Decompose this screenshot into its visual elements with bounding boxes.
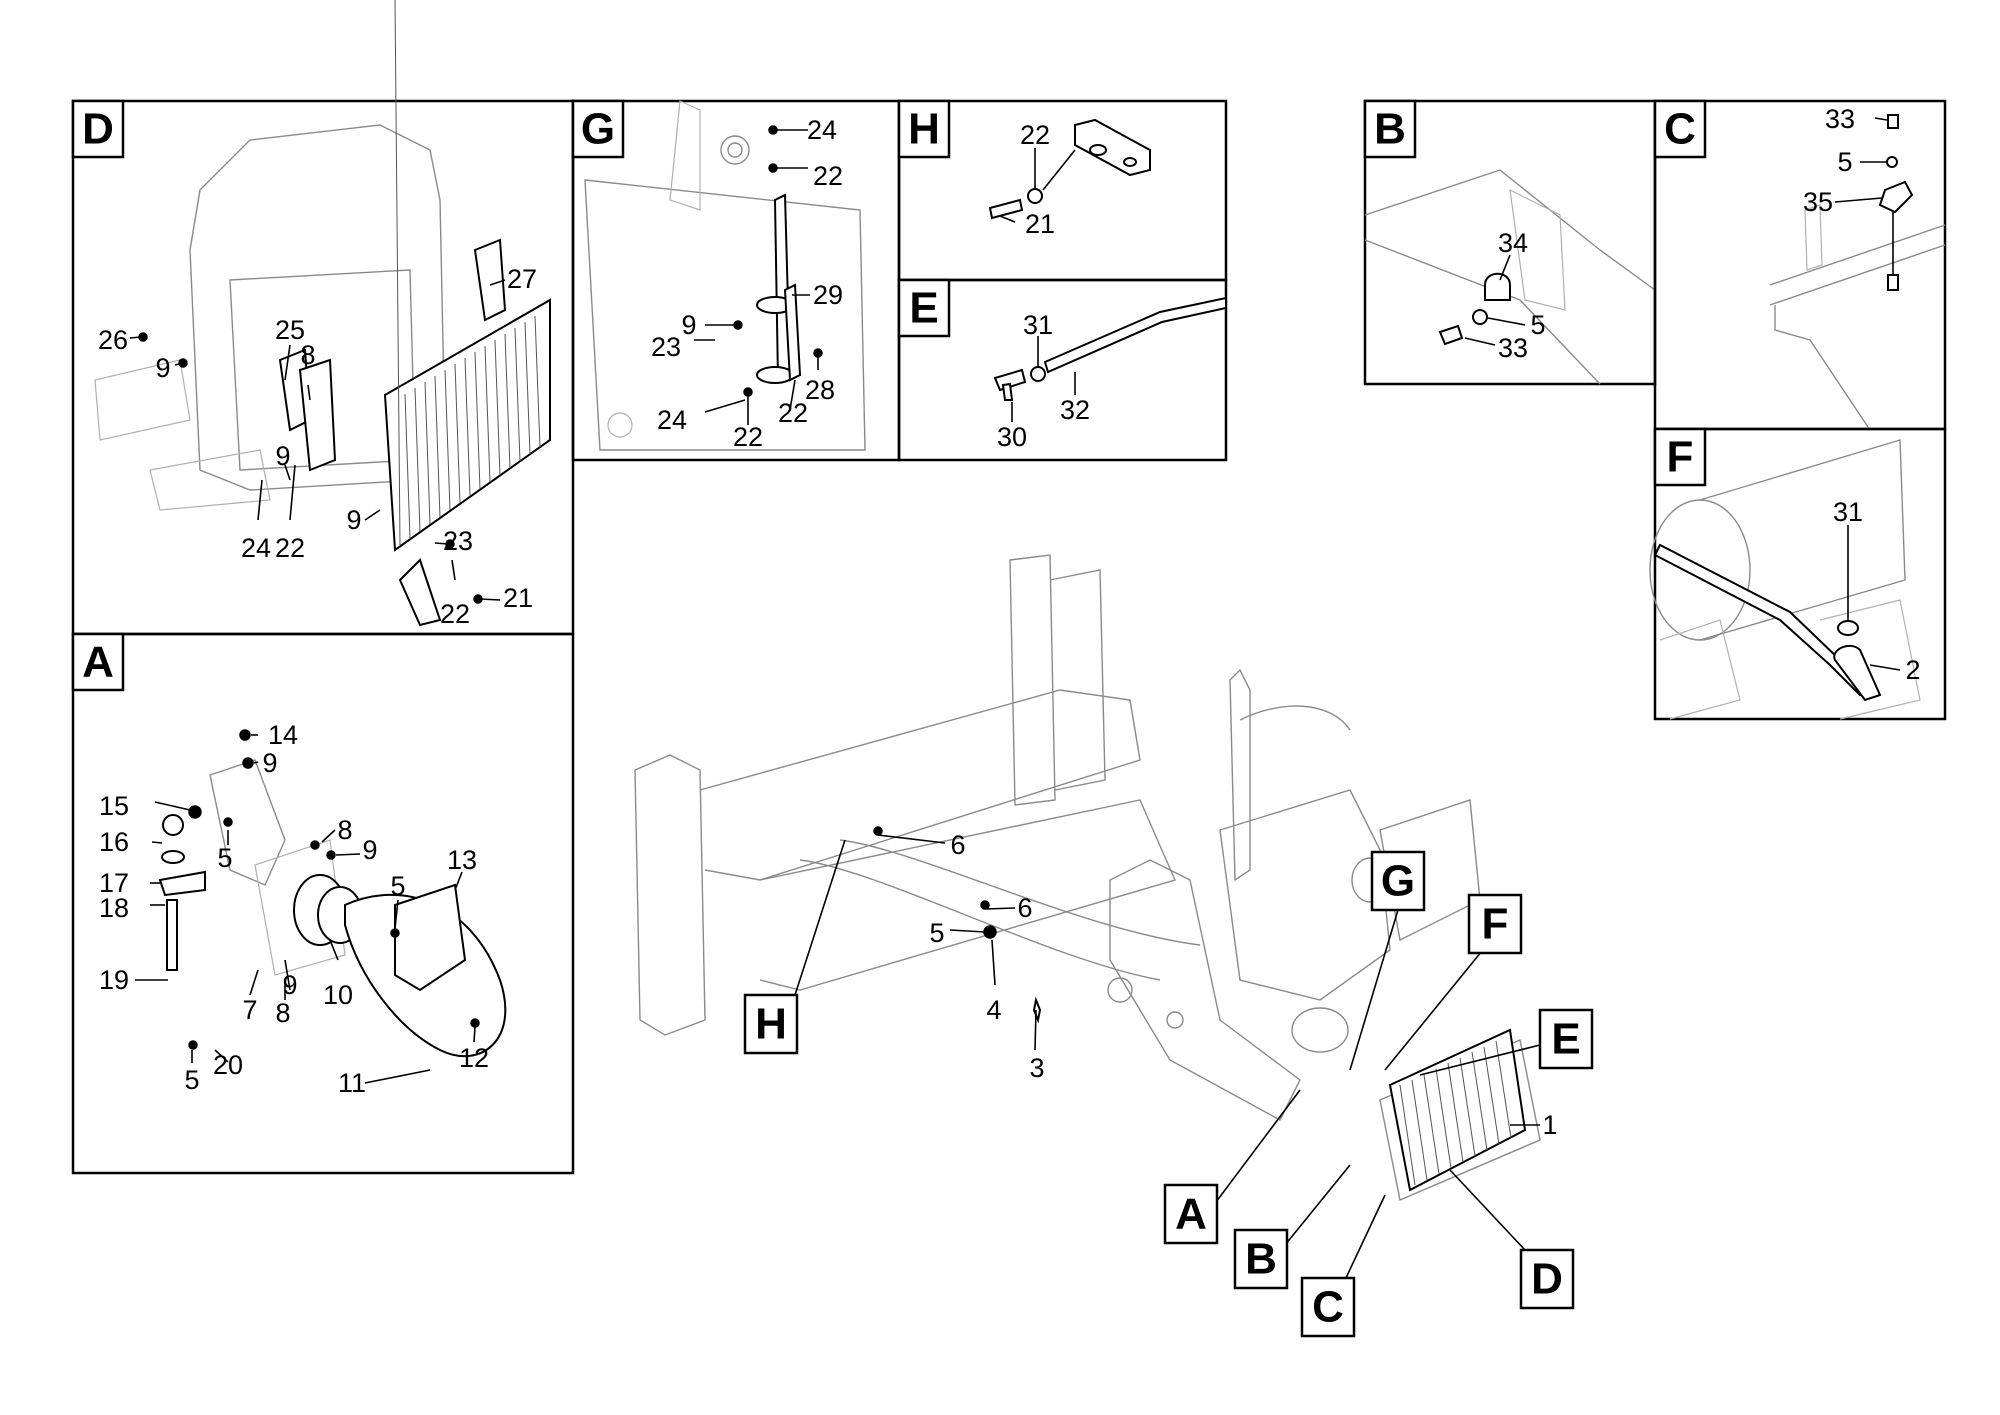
callout-5: 5 <box>390 871 405 901</box>
callout-24: 24 <box>241 533 271 563</box>
callout-32: 32 <box>1060 395 1090 425</box>
location-tag-f-label: F <box>1482 900 1509 949</box>
callout-22: 22 <box>440 599 470 629</box>
callout-27: 27 <box>507 264 537 294</box>
panel-c-bracket: C 33 5 35 <box>1653 99 1947 431</box>
callout-22: 22 <box>275 533 305 563</box>
callout-15: 15 <box>99 791 129 821</box>
callout-5: 5 <box>184 1065 199 1095</box>
callout-9: 9 <box>262 748 277 778</box>
panel-d-label: D <box>82 105 114 154</box>
panel-b-label: B <box>1374 105 1406 154</box>
main-radiator-grille <box>1399 1040 1512 1186</box>
callout-14: 14 <box>268 720 298 750</box>
callout-20: 20 <box>213 1050 243 1080</box>
panel-h-label: H <box>908 105 940 154</box>
callout-9: 9 <box>681 310 696 340</box>
main-assembly-view: 6 6 5 4 3 1 G F E H A <box>634 554 1594 1338</box>
callout-8: 8 <box>300 340 315 370</box>
location-tag-g-label: G <box>1381 857 1415 906</box>
callout-7: 7 <box>242 995 257 1025</box>
panel-g-receiver-drier: G 24 22 29 9 23 28 24 22 22 <box>571 99 901 462</box>
callout-8: 8 <box>275 998 290 1028</box>
panel-c-label: C <box>1664 105 1696 154</box>
callout-26: 26 <box>98 325 128 355</box>
callout-22: 22 <box>813 161 843 191</box>
callout-21: 21 <box>503 583 533 613</box>
callout-11: 11 <box>338 1068 366 1098</box>
callout-31: 31 <box>1023 310 1053 340</box>
callout-2: 2 <box>1905 655 1920 685</box>
callout-9: 9 <box>362 835 377 865</box>
callout-12: 12 <box>459 1043 489 1073</box>
callout-28: 28 <box>805 375 835 405</box>
callout-33: 33 <box>1825 104 1855 134</box>
callout-35: 35 <box>1803 187 1833 217</box>
panel-f-label: F <box>1667 433 1694 482</box>
panel-e-hose: E 31 32 30 <box>897 278 1228 462</box>
panel-h-mounting-plate: H 22 21 <box>897 99 1228 282</box>
location-tag-c[interactable]: C <box>1300 1194 1386 1338</box>
callout-9: 9 <box>346 505 361 535</box>
callout-33: 33 <box>1498 333 1528 363</box>
location-tag-c-label: C <box>1312 1283 1344 1332</box>
callout-6: 6 <box>950 830 965 860</box>
callout-25: 25 <box>275 315 305 345</box>
callout-9: 9 <box>155 353 170 383</box>
callout-24: 24 <box>657 405 687 435</box>
callout-23: 23 <box>651 332 681 362</box>
location-tag-h[interactable]: H <box>743 839 846 1055</box>
callout-3: 3 <box>1029 1053 1044 1083</box>
callout-21: 21 <box>1025 209 1055 239</box>
panel-f-hose-routing: F 31 2 <box>1649 427 1947 721</box>
panel-g-label: G <box>581 105 615 154</box>
callout-5: 5 <box>929 918 944 948</box>
callout-9: 9 <box>282 970 297 1000</box>
callout-19: 19 <box>99 965 129 995</box>
location-tag-b-label: B <box>1245 1235 1277 1284</box>
callout-5: 5 <box>1530 310 1545 340</box>
callout-29: 29 <box>813 280 843 310</box>
callout-8: 8 <box>337 815 352 845</box>
panel-d-condenser: D <box>71 0 575 636</box>
location-tag-d-label: D <box>1531 1255 1563 1304</box>
location-tag-a-label: A <box>1175 1190 1207 1239</box>
location-tag-e-label: E <box>1551 1015 1580 1064</box>
panel-a-label: A <box>82 638 114 687</box>
location-tag-d[interactable]: D <box>1449 1169 1575 1310</box>
callout-5: 5 <box>1837 147 1852 177</box>
callout-17: 17 <box>99 868 129 898</box>
callout-18: 18 <box>99 893 129 923</box>
callout-6: 6 <box>1017 893 1032 923</box>
callout-16: 16 <box>99 827 129 857</box>
callout-30: 30 <box>997 422 1027 452</box>
callout-10: 10 <box>323 980 353 1010</box>
callout-22: 22 <box>778 398 808 428</box>
callout-31: 31 <box>1833 497 1863 527</box>
callout-24: 24 <box>807 115 837 145</box>
callout-22: 22 <box>733 422 763 452</box>
callout-1: 1 <box>1542 1110 1557 1140</box>
callout-9: 9 <box>275 441 290 471</box>
callout-5: 5 <box>217 843 232 873</box>
location-tag-b[interactable]: B <box>1233 1164 1351 1290</box>
panel-a-compressor: A <box>71 632 575 1175</box>
callout-23: 23 <box>443 526 473 556</box>
callout-22: 22 <box>1020 120 1050 150</box>
location-tag-h-label: H <box>755 1000 787 1049</box>
location-tag-a[interactable]: A <box>1163 1089 1301 1245</box>
panel-b-hose-clamp: B 34 5 33 <box>1363 99 1657 386</box>
callout-34: 34 <box>1498 228 1528 258</box>
location-tag-g[interactable]: G <box>1349 850 1426 1071</box>
location-tag-e[interactable]: E <box>1419 1008 1594 1076</box>
callout-4: 4 <box>986 995 1001 1025</box>
location-tag-f[interactable]: F <box>1384 893 1523 1071</box>
panel-e-label: E <box>909 284 938 333</box>
callout-13: 13 <box>447 845 477 875</box>
condenser-grille <box>394 0 541 546</box>
